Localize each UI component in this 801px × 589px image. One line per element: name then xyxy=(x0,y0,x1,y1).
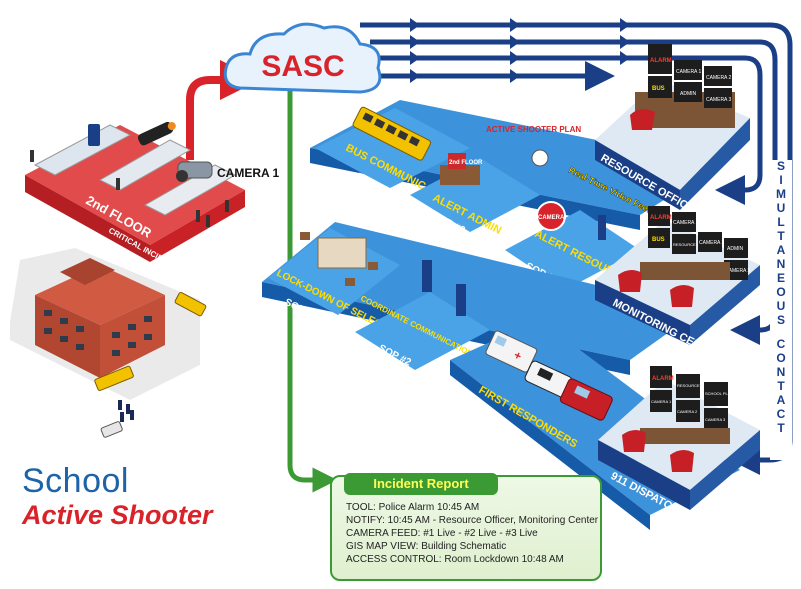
screen-label: BUS xyxy=(652,237,665,243)
report-line-access: ACCESS CONTROL: Room Lockdown 10:48 AM xyxy=(346,554,564,565)
school-building xyxy=(10,248,200,400)
screen-label: CAMERA 2 xyxy=(677,409,698,414)
report-line-notify: NOTIFY: 10:45 AM - Resource Officer, Mon… xyxy=(346,515,599,526)
screen-label: ALARM xyxy=(652,376,674,382)
dispatch-screens: ALARM CAMERA 1 RESOURCE OFFICER CAMERA 2… xyxy=(650,366,733,430)
incident-report-header: Incident Report xyxy=(344,473,498,495)
monitoring-screens: ALARM CAMERA 1 BUS RESOURCE OFFICER CAME… xyxy=(648,206,751,280)
screen-label: RESOURCE OFFICER xyxy=(677,383,718,388)
admin-floor: 2nd FLOOR xyxy=(449,160,483,166)
screen-label: CAMERA 3 xyxy=(705,417,726,422)
screen-label: CAMERA 2 xyxy=(699,240,725,246)
title-line-2: Active Shooter xyxy=(22,500,213,530)
resource-office-screens: ALARM CAMERA 1 CAMERA 2 ADMIN CAMERA 3 B… xyxy=(648,44,732,108)
screen-label: CAMERA 1 xyxy=(676,69,702,75)
screen-label: BUS xyxy=(652,86,665,92)
screen-label: CAMERA 3 xyxy=(706,97,732,103)
screen-label: ADMIN xyxy=(727,246,744,252)
report-line-gis: GIS MAP VIEW: Building Schematic xyxy=(346,541,507,552)
screen-label: ALARM xyxy=(650,215,672,221)
screen-label: CAMERA 1 xyxy=(651,399,672,404)
row-resource-office: BUS COMMUNICATION SOP #3 2nd FLOOR ACTIV… xyxy=(310,44,750,308)
screen-label: SCHOOL PLAN xyxy=(705,391,733,396)
screen-label: ALARM xyxy=(650,58,672,64)
building-floor: 2nd FLOOR CRITICAL INCIDENT xyxy=(25,121,245,271)
camera-1: CAMERA 1 xyxy=(176,161,280,182)
screen-label: CAMERA 2 xyxy=(706,75,732,81)
report-line-tool: TOOL: Police Alarm 10:45 AM xyxy=(346,502,480,513)
screen-label: RESOURCE OFFICER xyxy=(673,242,714,247)
sasc-cloud: SASC xyxy=(223,22,382,94)
people-figures xyxy=(30,150,229,227)
camera-1-label: CAMERA 1 xyxy=(217,166,280,180)
report-line-camera: CAMERA FEED: #1 Live - #2 Live - #3 Live xyxy=(346,528,538,539)
incident-report-card: Incident Report TOOL: Police Alarm 10:45… xyxy=(330,473,602,581)
active-shooter-plan: ACTIVE SHOOTER PLAN xyxy=(486,125,581,134)
screen-label: ADMIN xyxy=(680,91,697,97)
street-vehicles xyxy=(94,291,207,438)
screen-label: CAMERA 3 xyxy=(725,268,751,274)
camera-badge: CAMERA xyxy=(538,215,565,221)
incident-report-lines: TOOL: Police Alarm 10:45 AM NOTIFY: 10:4… xyxy=(346,501,598,566)
title-line-1: School xyxy=(22,462,129,500)
screen-label: CAMERA 1 xyxy=(673,220,699,226)
sasc-label: SASC xyxy=(261,50,344,83)
